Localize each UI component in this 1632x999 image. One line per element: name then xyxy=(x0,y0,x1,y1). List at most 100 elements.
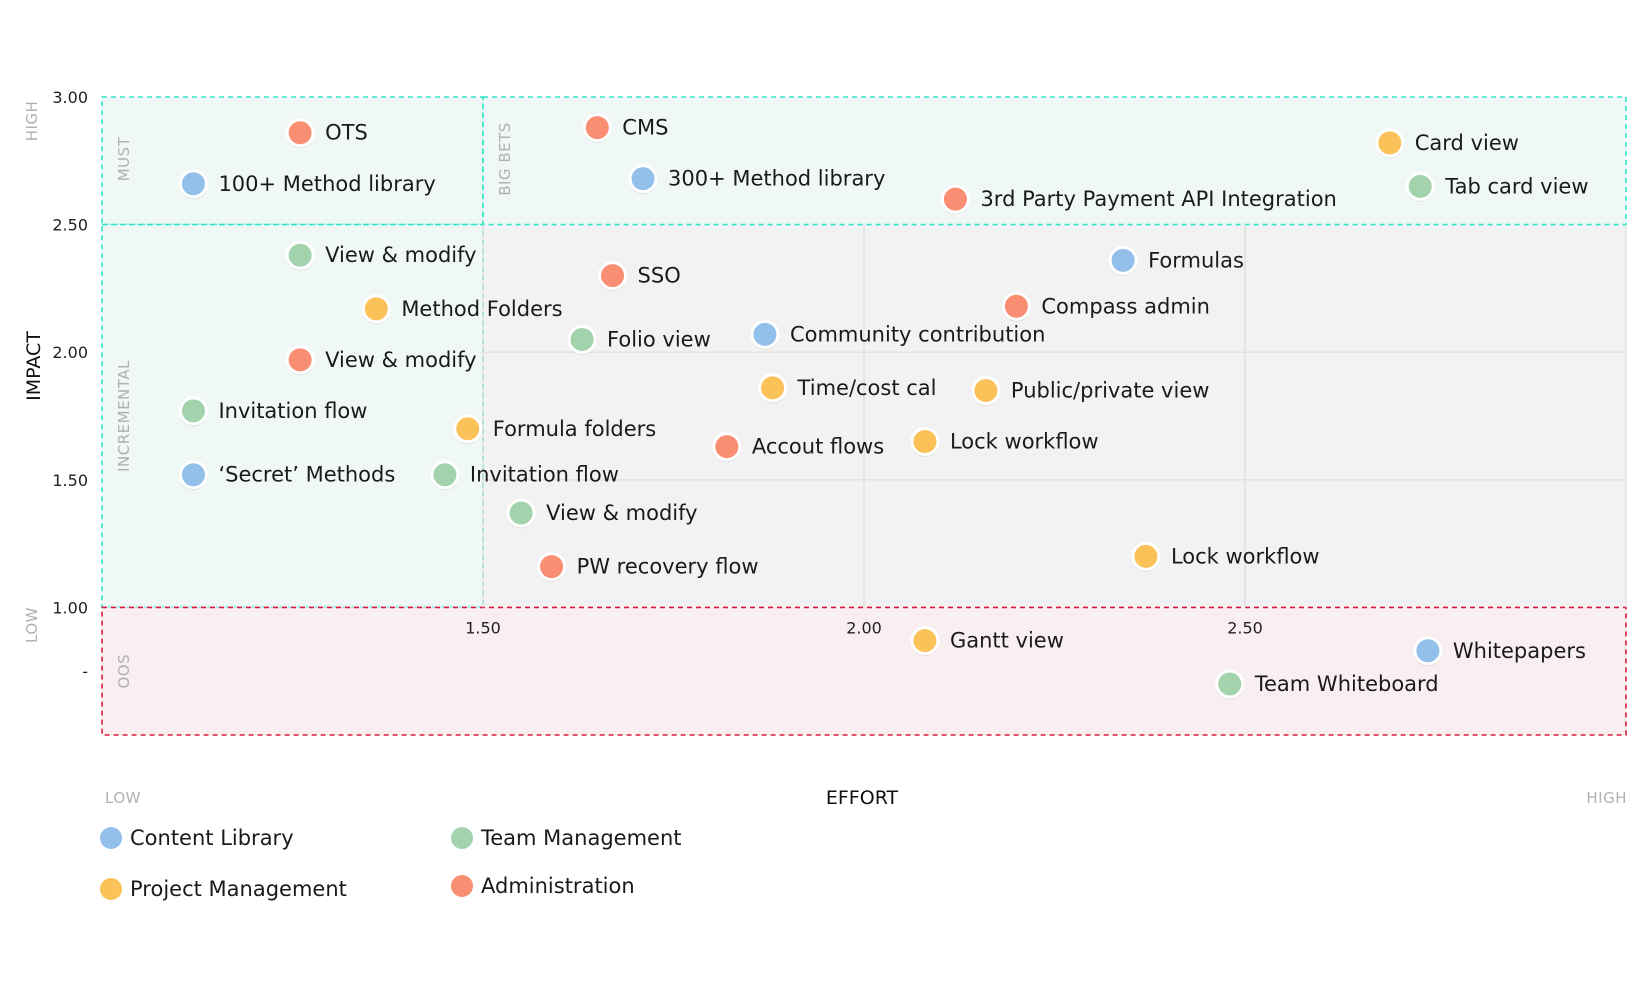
data-point-public-private-view: Public/private view xyxy=(971,375,1209,406)
point-marker xyxy=(758,373,788,403)
legend-swatch-content-library xyxy=(100,827,122,849)
data-point-community-contribution: Community contribution xyxy=(750,319,1045,350)
data-point-view-modify: View & modify xyxy=(285,240,477,271)
point-label: CMS xyxy=(622,116,668,140)
legend-label: Team Management xyxy=(481,826,682,850)
x-axis-low-label: LOW xyxy=(105,789,141,807)
point-label: Gantt view xyxy=(950,629,1064,653)
point-marker xyxy=(1215,669,1245,699)
point-label: Lock workflow xyxy=(950,430,1099,454)
y-axis-low-label: LOW xyxy=(23,607,41,643)
point-layer: OTS 100+ Method library CMS 300+ Method lib… xyxy=(178,113,1589,700)
zone-label-must: MUST xyxy=(115,136,133,181)
zone-label-big-bets: BIG BETS xyxy=(496,122,514,196)
data-point-formulas: Formulas xyxy=(1108,245,1244,276)
point-label: Compass admin xyxy=(1041,294,1210,318)
point-marker xyxy=(285,345,315,375)
y-tick-label: 2.00 xyxy=(52,343,88,362)
point-label: Formulas xyxy=(1148,248,1244,272)
point-marker xyxy=(285,118,315,148)
legend-item-team-management: Team Management xyxy=(451,826,682,850)
point-label: Card view xyxy=(1415,131,1519,155)
point-label: Invitation flow xyxy=(218,399,367,423)
data-point-gantt-view: Gantt view xyxy=(910,626,1064,657)
point-label: Invitation flow xyxy=(470,463,619,487)
point-marker xyxy=(1001,291,1031,321)
data-point-cms: CMS xyxy=(582,113,668,144)
x-axis-title: EFFORT xyxy=(826,787,899,809)
legend-label: Administration xyxy=(481,874,635,898)
point-label: 3rd Party Payment API Integration xyxy=(980,187,1336,211)
point-marker xyxy=(178,460,208,490)
data-point-sso: SSO xyxy=(598,261,681,292)
zone-must xyxy=(101,96,484,226)
point-marker xyxy=(1413,636,1443,666)
point-marker xyxy=(361,294,391,324)
point-label: Formula folders xyxy=(493,417,657,441)
data-point-view-modify: View & modify xyxy=(506,498,698,529)
y-axis-high-label: HIGH xyxy=(23,101,41,142)
y-tick-label: 1.50 xyxy=(52,471,88,490)
data-point-invitation-flow: Invitation flow xyxy=(178,396,367,427)
point-marker xyxy=(506,498,536,528)
point-marker xyxy=(285,240,315,270)
point-marker xyxy=(567,324,597,354)
y-tick-label: - xyxy=(82,662,88,681)
legend-item-project-management: Project Management xyxy=(100,877,347,901)
point-label: Lock workflow xyxy=(1171,544,1320,568)
x-tick-label: 1.50 xyxy=(465,618,501,637)
x-tick-label: 2.00 xyxy=(846,618,882,637)
legend-item-content-library: Content Library xyxy=(100,826,294,850)
data-point-tab-card-view: Tab card view xyxy=(1405,171,1589,202)
data-point-formula-folders: Formula folders xyxy=(453,414,657,445)
data-point-whitepapers: Whitepapers xyxy=(1413,636,1586,667)
data-point-lock-workflow: Lock workflow xyxy=(1131,541,1320,572)
y-tick-label: 2.50 xyxy=(52,216,88,235)
legend-swatch-administration xyxy=(451,875,473,897)
data-point-folio-view: Folio view xyxy=(567,324,711,355)
zone-incremental xyxy=(101,223,484,609)
point-marker xyxy=(598,261,628,291)
point-label: ‘Secret’ Methods xyxy=(218,463,395,487)
data-point-view-modify: View & modify xyxy=(285,345,477,376)
data-point-100-method-library: 100+ Method library xyxy=(178,169,436,200)
legend-swatch-project-management xyxy=(100,878,122,900)
point-marker xyxy=(453,414,483,444)
point-marker xyxy=(537,552,567,582)
point-label: View & modify xyxy=(546,501,697,525)
data-point-compass-admin: Compass admin xyxy=(1001,291,1210,322)
point-label: OTS xyxy=(325,121,368,145)
point-label: Folio view xyxy=(607,327,711,351)
data-point-accout-flows: Accout flows xyxy=(712,432,884,463)
point-label: View & modify xyxy=(325,348,476,372)
point-label: Accout flows xyxy=(752,435,884,459)
point-marker xyxy=(178,396,208,426)
point-label: Method Folders xyxy=(401,297,562,321)
point-marker xyxy=(178,169,208,199)
legend-swatch-team-management xyxy=(451,827,473,849)
zone-label-oos: OOS xyxy=(115,654,133,689)
point-marker xyxy=(940,184,970,214)
zone-layer xyxy=(101,96,1627,736)
data-point-time-cost-cal: Time/cost cal xyxy=(758,373,937,404)
legend-item-administration: Administration xyxy=(451,874,635,898)
point-label: 300+ Method library xyxy=(668,167,885,191)
point-label: View & modify xyxy=(325,243,476,267)
point-label: PW recovery flow xyxy=(577,555,759,579)
y-tick-label: 3.00 xyxy=(52,88,88,107)
data-point-method-folders: Method Folders xyxy=(361,294,563,325)
zone-label-incremental: INCREMENTAL xyxy=(115,360,133,472)
data-point-team-whiteboard: Team Whiteboard xyxy=(1215,669,1439,700)
y-axis-title: IMPACT xyxy=(23,331,45,401)
point-marker xyxy=(971,375,1001,405)
x-tick-label: 2.50 xyxy=(1227,618,1263,637)
zone-oos xyxy=(101,606,1627,736)
data-point-secret-methods: ‘Secret’ Methods xyxy=(178,460,395,491)
point-label: Time/cost cal xyxy=(797,376,937,400)
point-marker xyxy=(1405,171,1435,201)
point-marker xyxy=(1108,245,1138,275)
plot-background xyxy=(483,224,1626,608)
data-point-ots: OTS xyxy=(285,118,368,149)
